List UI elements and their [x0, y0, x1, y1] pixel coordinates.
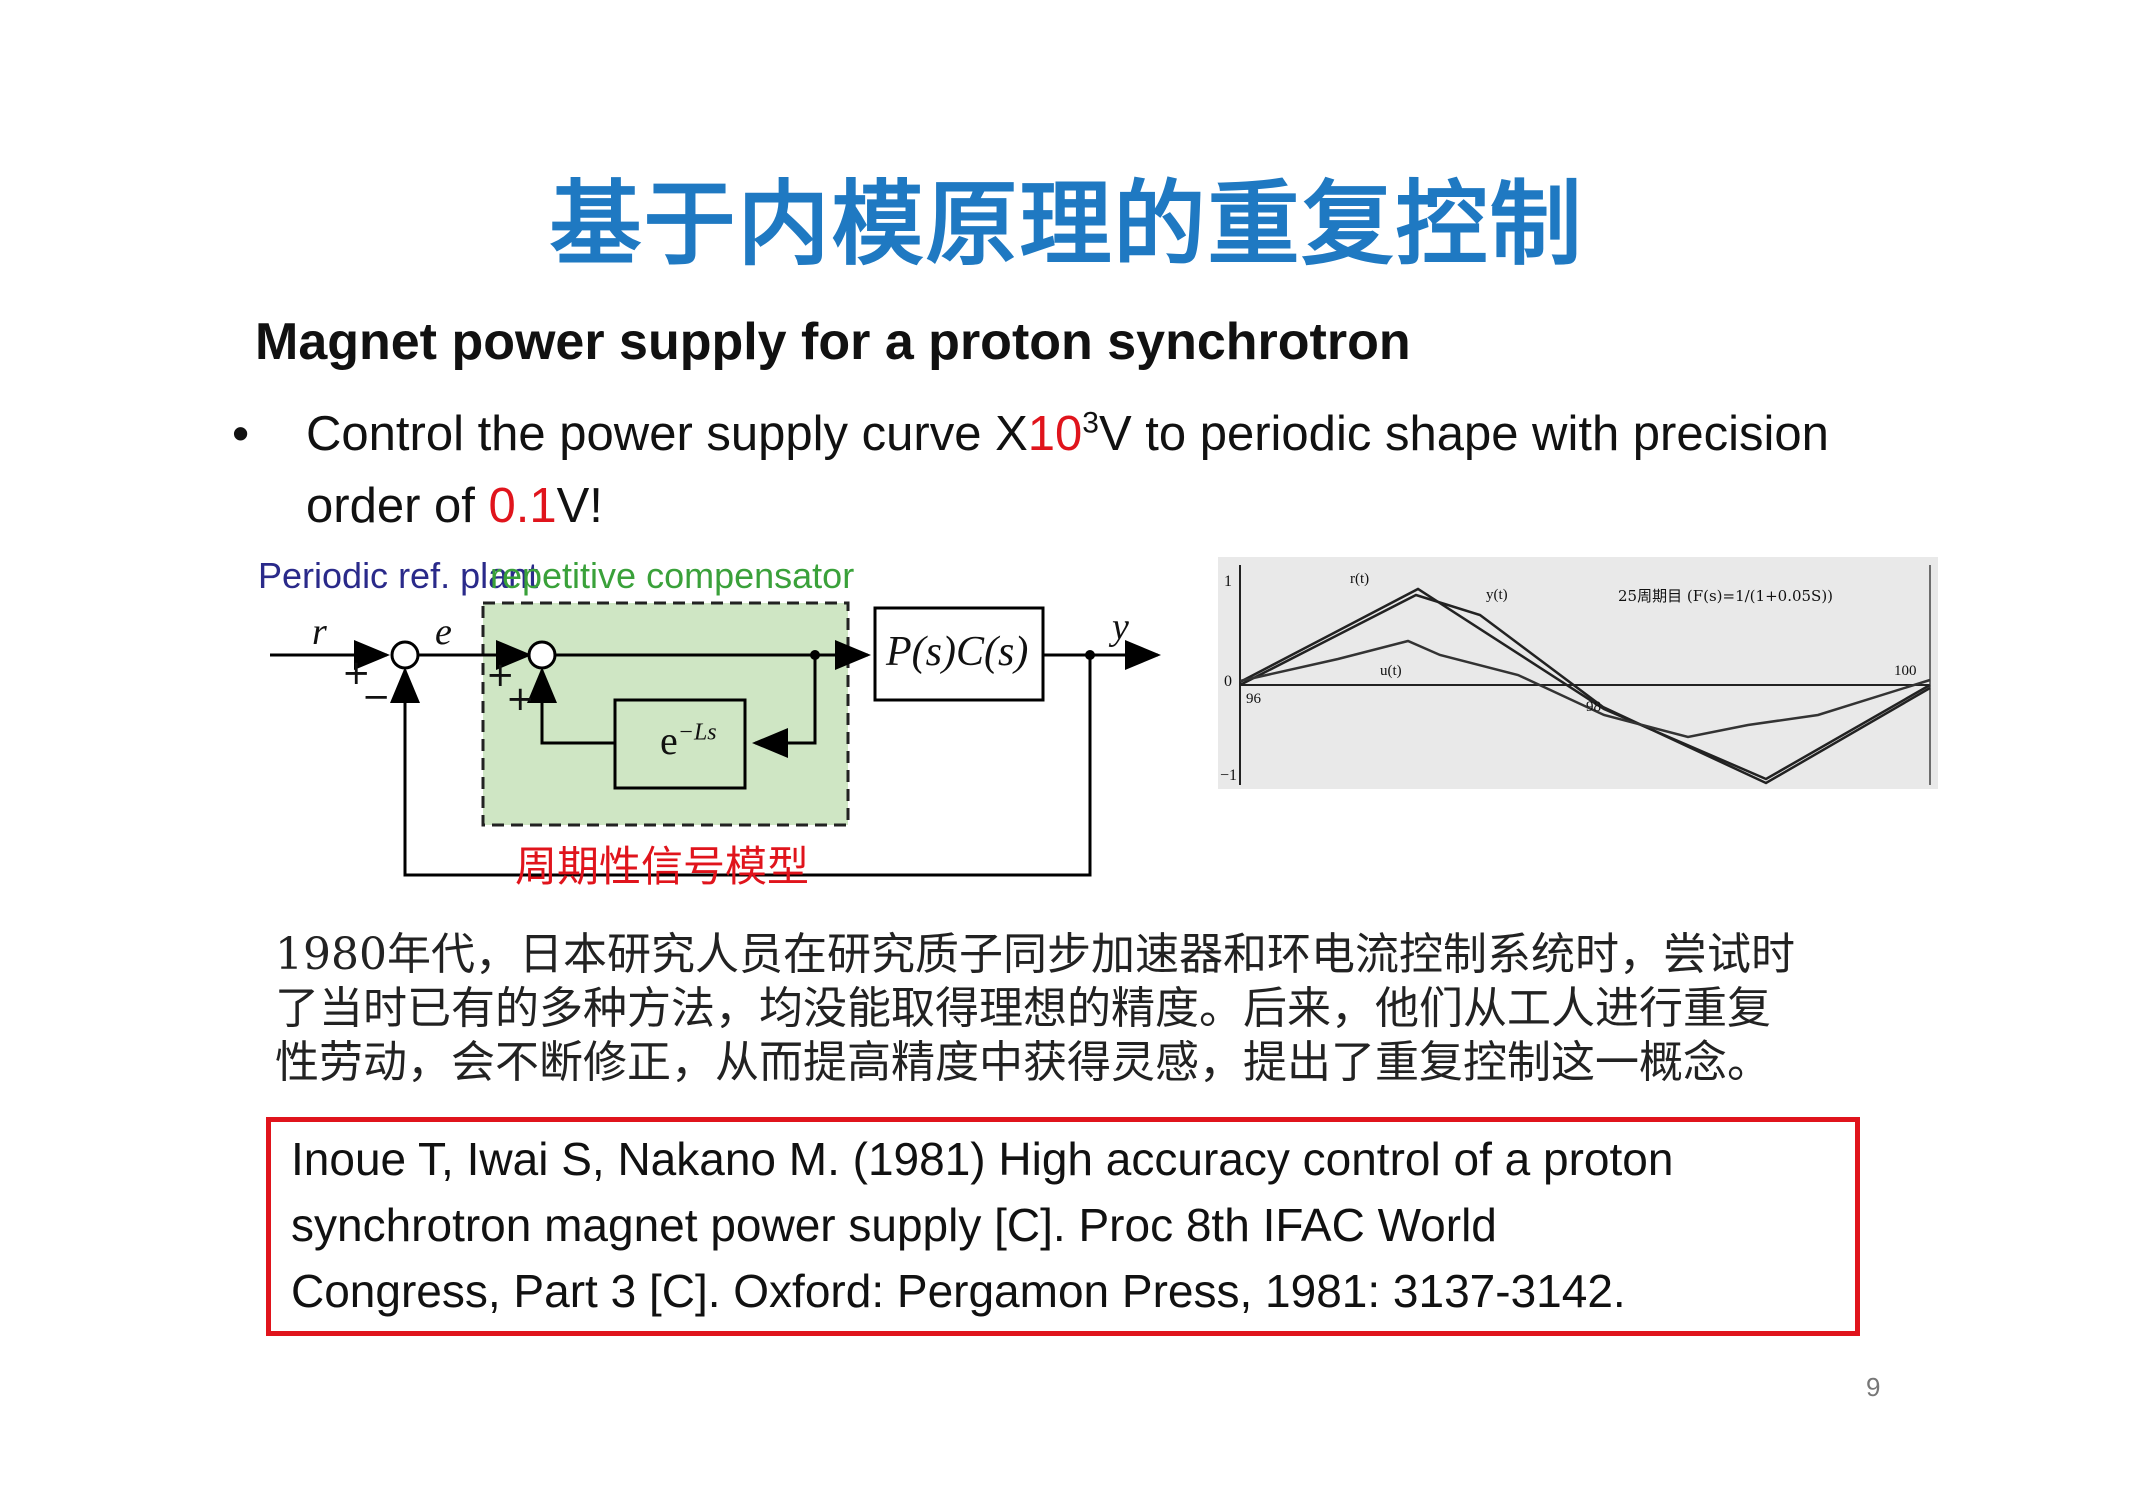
block-diagram: Periodic ref. plant repetitive compensat… — [250, 555, 1190, 900]
control-curve-u — [1239, 639, 1931, 739]
paragraph-line: 1980年代，日本研究人员在研究质子同步加速器和环电流控制系统时，尝试时 — [275, 929, 1795, 980]
page-number: 9 — [1866, 1372, 1881, 1402]
signal-r-label: r — [312, 611, 327, 653]
bullet-text-e: order of — [306, 479, 489, 533]
delay-exponent: −Ls — [677, 719, 717, 746]
y-tick-bottom: −1 — [1220, 767, 1238, 784]
slide-subtitle: Magnet power supply for a proton synchro… — [255, 313, 1411, 371]
output-curve-y — [1239, 593, 1931, 785]
bullet-text-a: Control the power supply curve X — [306, 407, 1028, 461]
delay-block — [613, 698, 747, 790]
signal-model-label: 周期性信号模型 — [515, 842, 810, 891]
summing-junction-2 — [527, 640, 557, 670]
reference-box: Inoue T, Iwai S, Nakano M. (1981) High a… — [266, 1117, 1860, 1336]
bullet-exponent: 3 — [1082, 406, 1099, 440]
history-paragraph: 1980年代，日本研究人员在研究质子同步加速器和环电流控制系统时，尝试时 了当时… — [275, 928, 1875, 1090]
x-tick-mid: 98 — [1586, 699, 1601, 715]
y-tick-top: 1 — [1224, 573, 1232, 590]
u-curve-label: u(t) — [1380, 663, 1402, 679]
plant-text: P(s)C(s) — [886, 629, 1029, 675]
plus-sign-2: + — [486, 655, 515, 695]
bullet-text-b: 10 — [1027, 407, 1083, 461]
x-tick-right: 100 — [1894, 663, 1917, 679]
delay-text: e−Ls — [660, 717, 717, 764]
bullet-icon: • — [232, 407, 250, 461]
r-curve-label: r(t) — [1350, 571, 1370, 587]
y-curve-label: y(t) — [1486, 587, 1508, 603]
summing-junction-1 — [390, 640, 420, 670]
signal-e-label: e — [435, 611, 452, 653]
outer-feedback-arrow — [390, 655, 1092, 877]
delay-base: e — [660, 718, 678, 763]
paragraph-line: 性劳动，会不断修正，从而提高精度中获得灵感，提出了重复控制这一概念。 — [275, 1037, 1771, 1088]
paragraph-line: 了当时已有的多种方法，均没能取得理想的精度。后来，他们从工人进行重复 — [275, 983, 1771, 1034]
inner-loop-arrow — [752, 655, 817, 758]
plot-caption: 25周期目 (F(s)=1/(1+0.05S)) — [1618, 587, 1834, 605]
bullet-text-f: 0.1 — [488, 479, 557, 533]
minus-sign-1: − — [362, 677, 391, 717]
reference-line: synchrotron magnet power supply [C]. Pro… — [291, 1199, 1497, 1251]
reference-line: Inoue T, Iwai S, Nakano M. (1981) High a… — [291, 1133, 1674, 1185]
x-tick-left: 96 — [1246, 691, 1261, 707]
plus-sign-1: + — [342, 653, 371, 693]
compensator-label: repetitive compensator — [490, 555, 855, 596]
block-diagram-svg — [270, 601, 1161, 877]
signal-y-label: y — [1112, 606, 1129, 648]
y-tick-mid: 0 — [1224, 673, 1232, 690]
bullet-text-g: V! — [556, 479, 603, 533]
ref-curve-r — [1239, 587, 1931, 781]
bullet-text: Control the power supply curve X103V to … — [306, 398, 1956, 542]
periodic-ref-label: Periodic ref. plant — [258, 555, 539, 596]
bullet-text-d: V to periodic shape with precision — [1098, 407, 1829, 461]
plus-sign-3: + — [506, 679, 535, 719]
waveform-plot: 1 0 −1 96 98 100 r(t) y(t) u(t) 25周期目 (F… — [1218, 557, 1938, 789]
reference-line: Congress, Part 3 [C]. Oxford: Pergamon P… — [291, 1265, 1626, 1317]
waveform-svg — [1239, 565, 1931, 785]
page-title: 基于内模原理的重复控制 — [549, 170, 1584, 278]
delay-feedback-arrow — [527, 667, 615, 745]
